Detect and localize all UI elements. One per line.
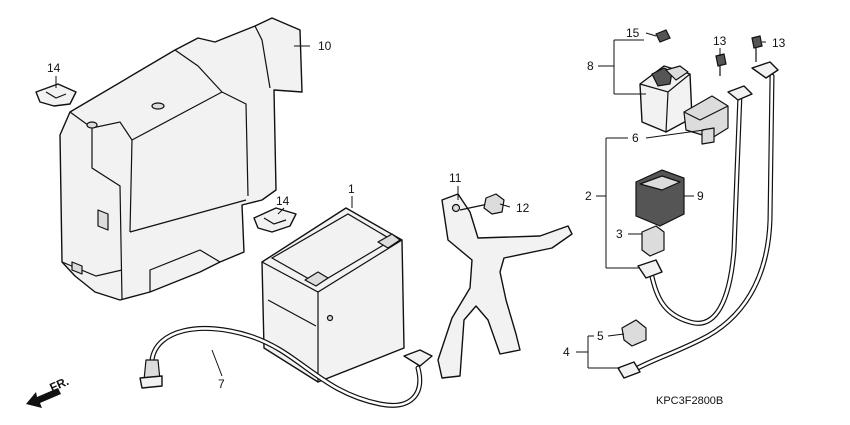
fuse bbox=[655, 29, 671, 43]
callout-1: 1 bbox=[348, 182, 355, 196]
negative-cable bbox=[139, 325, 433, 408]
terminal-boot bbox=[621, 319, 647, 347]
diagram-code: KPC3F2800B bbox=[656, 395, 723, 407]
bolt bbox=[459, 193, 505, 215]
callout-11: 11 bbox=[449, 171, 462, 185]
battery-stay bbox=[437, 193, 573, 379]
callout-13-cable-screw: 13 bbox=[772, 36, 786, 50]
relay-cover bbox=[683, 95, 729, 145]
callout-15: 15 bbox=[626, 26, 640, 40]
callout-6: 6 bbox=[632, 131, 639, 145]
battery-box bbox=[59, 17, 303, 301]
callout-8: 8 bbox=[587, 59, 594, 73]
starter-motor-cable bbox=[617, 61, 779, 379]
clip-top-left bbox=[35, 83, 77, 107]
battery bbox=[261, 207, 405, 383]
screw-cable bbox=[751, 35, 763, 62]
callout-3: 3 bbox=[616, 227, 623, 241]
screw-relay bbox=[715, 53, 727, 76]
callout-9: 9 bbox=[697, 189, 704, 203]
leader-lines bbox=[55, 32, 766, 377]
callout-14-top-left: 14 bbox=[47, 61, 61, 75]
callout-10: 10 bbox=[318, 39, 332, 53]
starter-relay bbox=[639, 65, 693, 133]
clip-center bbox=[253, 207, 297, 233]
front-direction-arrow: FR. bbox=[26, 374, 71, 408]
fuse-box-cover bbox=[635, 169, 685, 227]
relay-cable bbox=[637, 85, 753, 326]
callout-5: 5 bbox=[597, 329, 604, 343]
callout-2: 2 bbox=[585, 189, 592, 203]
callout-4: 4 bbox=[563, 345, 570, 359]
callout-12: 12 bbox=[516, 201, 530, 215]
callout-7: 7 bbox=[218, 377, 225, 391]
direction-label: FR. bbox=[48, 374, 71, 395]
callout-13-relay-screw: 13 bbox=[713, 34, 727, 48]
terminal-cover bbox=[641, 225, 665, 257]
callout-labels: 1 2 3 4 5 6 7 8 9 10 11 12 13 13 14 14 1… bbox=[47, 26, 786, 391]
callout-14-center: 14 bbox=[276, 194, 290, 208]
